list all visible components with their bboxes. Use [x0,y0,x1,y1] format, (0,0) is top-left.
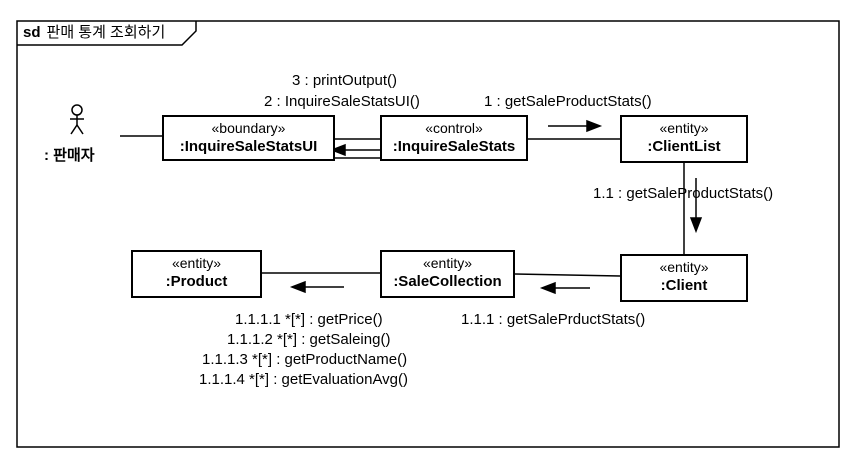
actor-icon [70,104,84,135]
frame-label-tab [17,21,197,46]
message-1-1: 1.1 : getSaleProductStats() [593,185,774,202]
arrow-msg-1-1-1-head [539,281,556,295]
diagram-frame [16,20,840,448]
arrow-msg-1-1-1-x-head [289,280,306,294]
object-stereotype: «control» [425,120,483,136]
object-inquire-sale-stats[interactable]: «control» :InquireSaleStats [380,115,528,161]
object-sale-collection[interactable]: «entity» :SaleCollection [380,250,515,298]
object-stereotype: «entity» [659,120,709,136]
object-client[interactable]: «entity» :Client [620,254,748,302]
arrow-msg-2-3-head [329,143,346,157]
object-client-list[interactable]: «entity» :ClientList [620,115,748,163]
actor-name: : 판매자 [44,147,95,164]
object-inquire-sale-stats-ui[interactable]: «boundary» :InquireSaleStatsUI [162,115,335,161]
object-product[interactable]: «entity» :Product [131,250,262,298]
object-stereotype: «entity» [659,259,709,275]
object-name: :InquireSaleStats [392,138,516,155]
object-name: :InquireSaleStatsUI [179,138,318,155]
frame-label: sd 판매 통계 조회하기 [17,21,165,45]
frame-title: 판매 통계 조회하기 [46,24,166,41]
message-3: 3 : printOutput() [292,72,398,89]
message-1-1-1: 1.1.1 : getSalePrductStats() [461,311,646,328]
message-1-1-1-1: 1.1.1.1 *[*] : getPrice() [235,311,383,328]
message-1: 1 : getSaleProductStats() [484,93,652,110]
object-stereotype: «boundary» [211,120,286,136]
object-name: :Client [660,277,708,294]
object-stereotype: «entity» [171,255,222,271]
message-1-1-1-3: 1.1.1.3 *[*] : getProductName() [202,351,408,368]
object-stereotype: «entity» [422,255,473,271]
arrow-msg-1-head [586,119,603,133]
message-1-1-1-2: 1.1.1.2 *[*] : getSaleing() [227,331,391,348]
frame-kind: sd [23,24,41,41]
object-name: :SaleCollection [393,273,502,290]
object-name: :Product [165,273,228,290]
arrow-msg-1-1-head [689,217,703,234]
message-1-1-1-4: 1.1.1.4 *[*] : getEvaluationAvg() [199,371,409,388]
link-client-salecollection [514,273,621,277]
object-name: :ClientList [647,138,721,155]
message-2: 2 : InquireSaleStatsUI() [264,93,420,110]
